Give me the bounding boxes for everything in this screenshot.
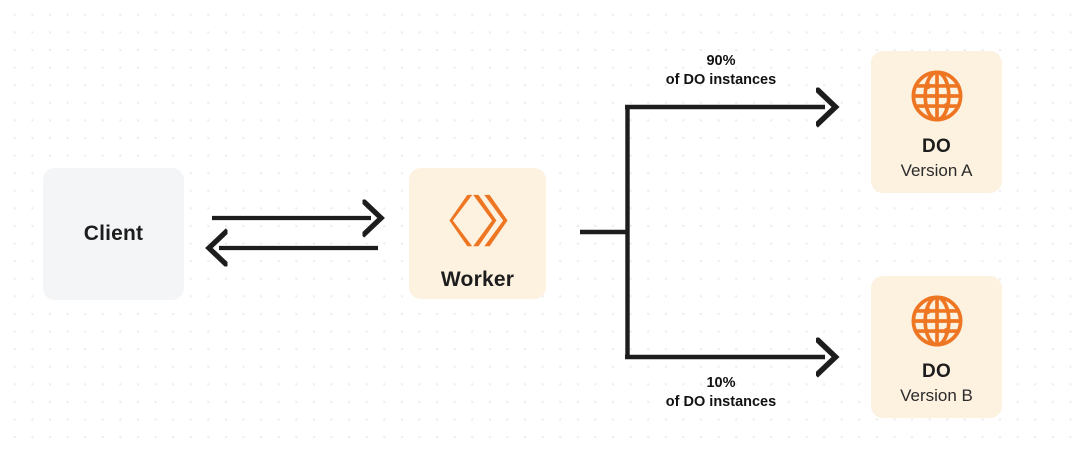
node-worker[interactable]: Worker xyxy=(409,168,546,299)
cloudflare-workers-icon xyxy=(447,190,509,252)
edge-label-do-b: 10% of DO instances xyxy=(628,374,814,412)
node-do-version-b[interactable]: DO Version B xyxy=(871,276,1002,418)
globe-icon xyxy=(909,68,965,124)
edge-label-do-b-percent: 10% xyxy=(706,375,736,391)
edge-label-do-a: 90% of DO instances xyxy=(628,52,814,90)
node-do-a-subtitle: Version A xyxy=(900,161,973,180)
node-client[interactable]: Client xyxy=(43,168,184,300)
edge-label-do-b-sub: of DO instances xyxy=(665,394,777,410)
edge-label-do-a-sub: of DO instances xyxy=(665,72,777,88)
edge-label-do-a-percent: 90% xyxy=(706,53,736,69)
node-client-label: Client xyxy=(83,222,144,245)
node-worker-label: Worker xyxy=(440,268,515,291)
node-do-b-label: DO xyxy=(921,361,952,382)
node-do-b-subtitle: Version B xyxy=(900,386,973,405)
node-do-a-label: DO xyxy=(921,136,952,157)
globe-icon xyxy=(909,293,965,349)
node-do-version-a[interactable]: DO Version A xyxy=(871,51,1002,193)
